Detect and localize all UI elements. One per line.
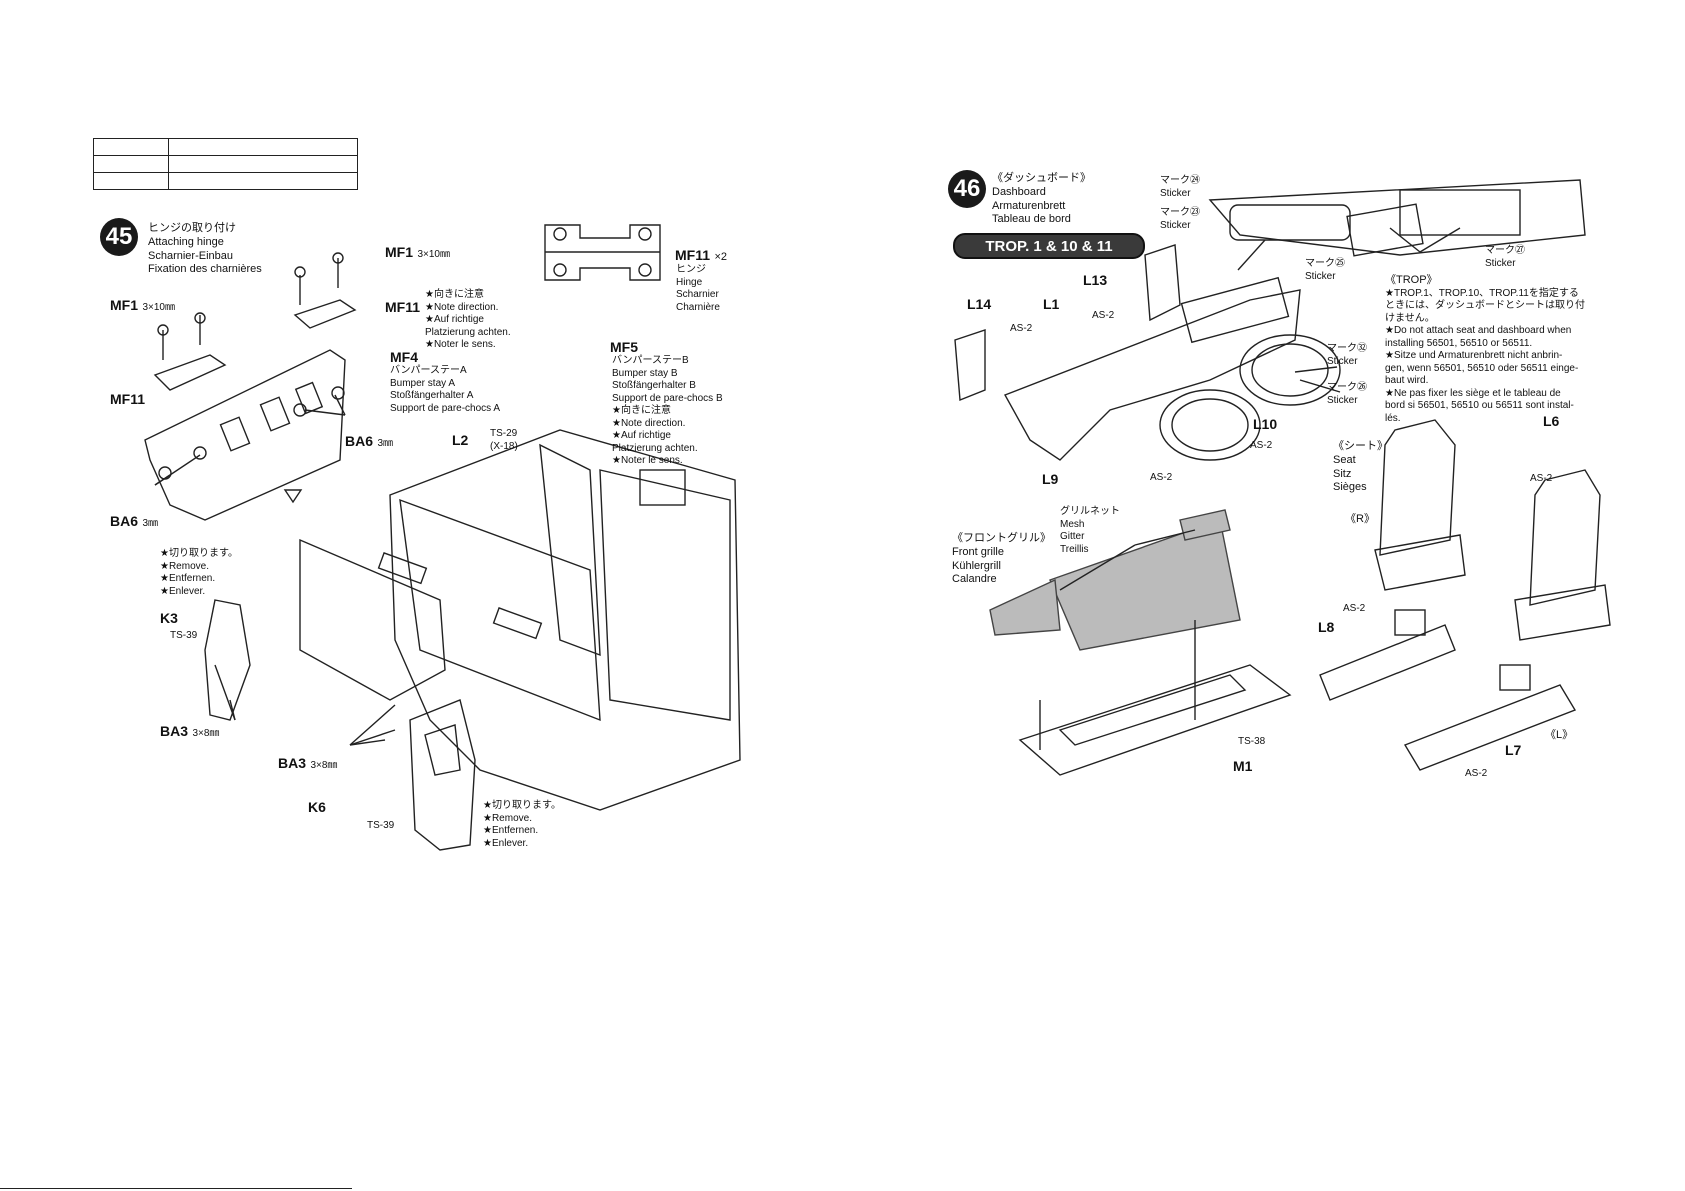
label-ts39-b: TS-39 — [367, 820, 395, 831]
bottom-rule — [0, 1188, 352, 1189]
label-mf1-left: MF1 3×10㎜ — [110, 297, 175, 313]
seat-title: 《シート》 Seat Sitz Sièges — [1333, 440, 1388, 494]
label-l9: L9 — [1042, 471, 1059, 487]
mf4-description: バンパーステーA Bumper stay A Stoßfängerhalter … — [390, 365, 501, 414]
label-ts38: TS-38 — [1238, 736, 1266, 747]
label-l8: L8 — [1318, 619, 1335, 635]
label-seat-l: 《L》 — [1545, 729, 1574, 741]
front-grille-title: 《フロントグリル》 Front grille Kühlergrill Calan… — [952, 532, 1051, 586]
label-as2-b: AS-2 — [1010, 323, 1033, 334]
part-k3-drawing — [204, 599, 251, 721]
label-l10: L10 — [1253, 416, 1278, 432]
mf11-box-description: ヒンジ Hinge Scharnier Charnière — [676, 264, 720, 313]
step-45-badge: 45 — [100, 218, 138, 256]
dashboard-l1-drawing — [1003, 289, 1301, 461]
label-l7: L7 — [1505, 742, 1522, 758]
label-ts39-a: TS-39 — [170, 630, 198, 641]
steering-wheel-drawing — [1239, 334, 1341, 406]
title-fr: Fixation des charnières — [148, 263, 262, 276]
label-as2-g: AS-2 — [1465, 768, 1488, 779]
label-seat-r: 《R》 — [1345, 513, 1375, 525]
grille-mesh-drawing — [1049, 519, 1241, 651]
sticker-26: マーク㉖ Sticker — [1327, 382, 1367, 406]
label-mf11-box: MF11 ×2 — [675, 247, 728, 263]
step-45-title: ヒンジの取り付け Attaching hinge Scharnier-Einba… — [148, 222, 262, 277]
seat-base-l8-drawing — [1319, 624, 1456, 701]
label-l14: L14 — [967, 296, 992, 312]
label-m1: M1 — [1233, 758, 1253, 774]
label-ba6-right: BA6 3㎜ — [345, 433, 394, 449]
label-l6: L6 — [1543, 413, 1560, 429]
title-en: Attaching hinge — [148, 235, 224, 248]
chassis-frame-drawing — [389, 429, 741, 811]
label-mf5: MF5 — [610, 339, 638, 355]
mf5-description: バンパーステーB Bumper stay B Stoßfängerhalter … — [612, 355, 723, 466]
trop-note: 《TROP》 ★TROP.1、TROP.10、TROP.11を指定する ときには… — [1385, 274, 1585, 424]
label-as2-d: AS-2 — [1150, 472, 1173, 483]
note-remove-bottom: ★切り取ります。 ★Remove. ★Entfernen. ★Enlever. — [483, 800, 561, 849]
sticker-27: マーク㉗ Sticker — [1485, 245, 1525, 269]
label-mf1-top: MF1 3×10㎜ — [385, 244, 450, 260]
label-mf11-mid: MF11 — [385, 299, 421, 315]
seat-base-l7-drawing — [1403, 684, 1577, 771]
sticker-32: マーク㉜ Sticker — [1327, 343, 1367, 367]
label-mesh: グリルネット Mesh Gitter Treillis — [1060, 506, 1120, 555]
note-direction-45: ★向きに注意 ★Note direction. ★Auf richtige Pl… — [425, 289, 511, 350]
label-l13: L13 — [1083, 272, 1108, 288]
label-k3: K3 — [160, 610, 178, 626]
title-ja: ヒンジの取り付け — [148, 222, 236, 234]
label-ba6-left: BA6 3㎜ — [110, 513, 159, 529]
label-l2: L2 — [452, 432, 469, 448]
seat-right-drawing — [1379, 419, 1456, 556]
label-k6: K6 — [308, 799, 326, 815]
front-grille-m1-drawing — [1018, 664, 1292, 776]
trop-badge: TROP. 1 & 10 & 11 — [953, 233, 1145, 259]
title-de: Scharnier-Einbau — [148, 249, 233, 262]
header-table — [93, 138, 358, 190]
label-mf11-left: MF11 — [110, 391, 146, 407]
label-ts29: TS-29 (X-18) — [490, 428, 518, 452]
note-remove-top: ★切り取ります。 ★Remove. ★Entfernen. ★Enlever. — [160, 548, 238, 597]
seat-left-drawing — [1529, 469, 1601, 606]
sticker-23: マーク㉓ Sticker — [1160, 207, 1200, 231]
step-46-title: 《ダッシュボード》 Dashboard Armaturenbrett Table… — [992, 172, 1091, 226]
part-k6-drawing — [409, 699, 476, 851]
label-as2-a: AS-2 — [1092, 310, 1115, 321]
label-ba3-mid: BA3 3×8㎜ — [278, 755, 338, 771]
sticker-25: マーク㉕ Sticker — [1305, 258, 1345, 282]
hinge-part-drawing — [544, 224, 661, 281]
label-mf4: MF4 — [390, 349, 418, 365]
label-as2-f: AS-2 — [1343, 603, 1366, 614]
sticker-24: マーク㉔ Sticker — [1160, 175, 1200, 199]
label-l1: L1 — [1043, 296, 1060, 312]
bumper-stay-a-drawing — [144, 349, 346, 521]
label-ba3-left: BA3 3×8㎜ — [160, 723, 220, 739]
step-46-badge: 46 — [948, 170, 986, 208]
label-as2-e: AS-2 — [1530, 473, 1553, 484]
dashboard-drawing — [1208, 179, 1586, 256]
label-as2-c: AS-2 — [1250, 440, 1273, 451]
